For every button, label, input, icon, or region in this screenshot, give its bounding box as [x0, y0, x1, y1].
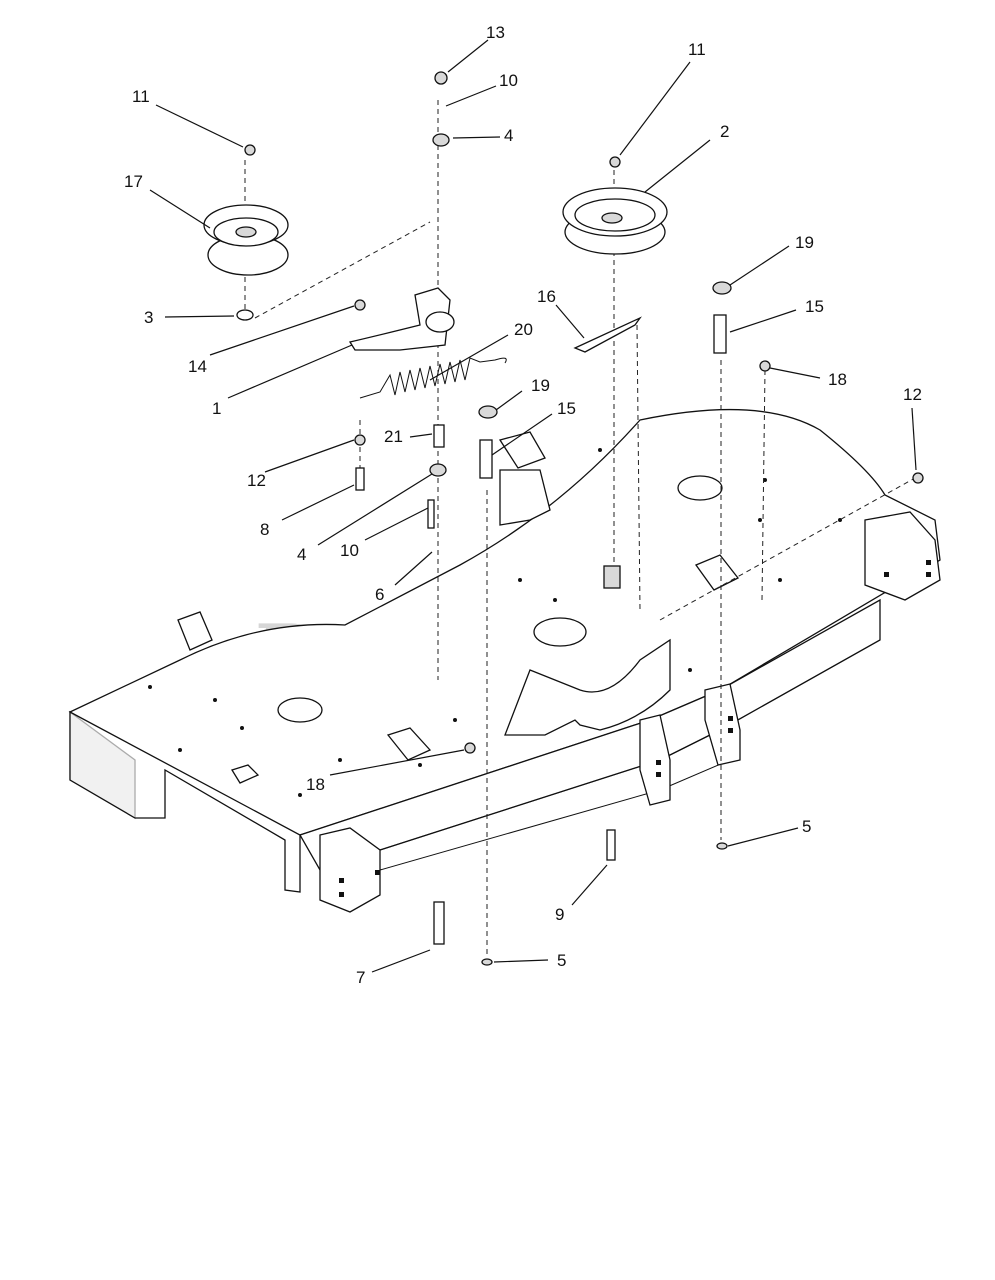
- callout-20: 20: [514, 320, 533, 339]
- standoff-15-right: [713, 314, 727, 354]
- idler-pulley: [203, 204, 289, 276]
- washer-3: [236, 309, 254, 321]
- pin-10: [427, 499, 435, 529]
- idler-arm: [348, 287, 451, 351]
- callout-9: 9: [555, 905, 564, 924]
- nut-12-right: [912, 472, 924, 484]
- callout-3: 3: [144, 308, 153, 327]
- knob-19-right: [712, 281, 732, 295]
- screw-5-bottom: [481, 958, 493, 966]
- arm-pivot: [425, 311, 455, 333]
- callout-19-right: 19: [795, 233, 814, 252]
- standoff-15-left: [479, 439, 493, 479]
- callout-15-left: 15: [557, 399, 576, 418]
- screw-5-right: [716, 842, 728, 850]
- callout-18-top: 18: [828, 370, 847, 389]
- callout-11-left: 11: [132, 87, 150, 106]
- callout-5-right: 5: [802, 817, 811, 836]
- callout-4-bottom: 4: [297, 545, 306, 564]
- callout-labels: 13 10 4 11 11 2 17 3 14 1 20 16 19 15 18…: [124, 23, 922, 987]
- callout-16: 16: [537, 287, 556, 306]
- knob-19-left: [478, 405, 498, 419]
- bolt-8: [355, 467, 365, 491]
- callout-2: 2: [720, 122, 729, 141]
- callout-10-top: 10: [499, 71, 518, 90]
- mower-deck: [68, 408, 941, 913]
- callout-18-bottom: 18: [306, 775, 325, 794]
- callout-17: 17: [124, 172, 143, 191]
- bolt-7: [433, 901, 445, 945]
- bushing: [603, 565, 621, 589]
- nut-18-top: [759, 360, 771, 372]
- nut-11-right: [609, 156, 621, 168]
- spindle-pulley: [562, 187, 668, 255]
- callout-6: 6: [375, 585, 384, 604]
- callout-4-top: 4: [504, 126, 513, 145]
- callout-14: 14: [188, 357, 207, 376]
- bearing-bottom: [429, 463, 447, 477]
- bolt-9: [606, 829, 616, 861]
- nut-14: [354, 299, 366, 311]
- callout-15-right: 15: [805, 297, 824, 316]
- callout-13: 13: [486, 23, 505, 42]
- callout-12-right: 12: [903, 385, 922, 404]
- callout-8: 8: [260, 520, 269, 539]
- nut-13: [434, 71, 448, 85]
- callout-1: 1: [212, 399, 221, 418]
- callout-7: 7: [356, 968, 365, 987]
- callout-11-right: 11: [688, 40, 706, 59]
- spacer-21: [433, 424, 445, 448]
- nut-12-left: [354, 434, 366, 446]
- rod-16: [573, 316, 642, 353]
- callout-10-bottom: 10: [340, 541, 359, 560]
- nut-18-bottom: [464, 742, 476, 754]
- callout-5-bottom: 5: [557, 951, 566, 970]
- nut-11-left: [244, 144, 256, 156]
- tension-spring: [359, 357, 507, 399]
- callout-19-left: 19: [531, 376, 550, 395]
- bearing-top: [432, 133, 450, 147]
- callout-21: 21: [384, 427, 403, 446]
- leader-lines: [149, 39, 917, 973]
- callout-12-left: 12: [247, 471, 266, 490]
